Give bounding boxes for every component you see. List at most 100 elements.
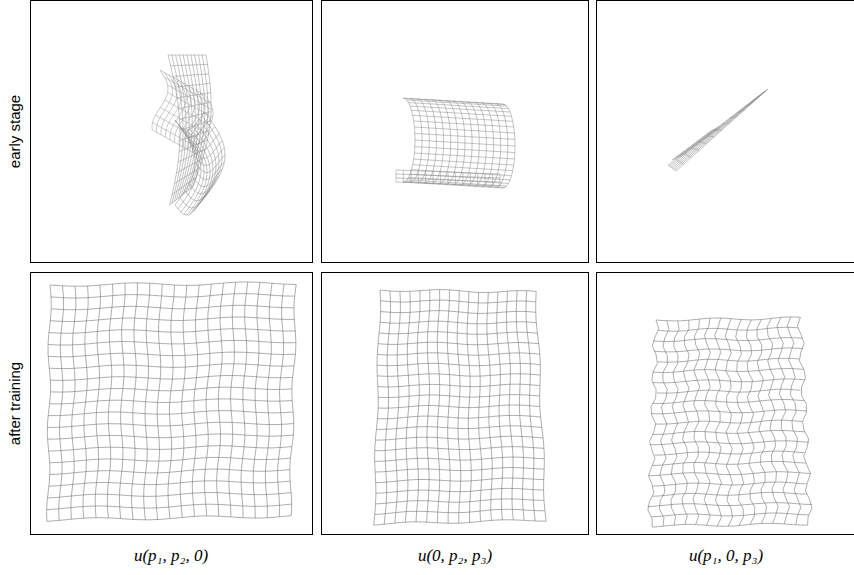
- mesh-line: [173, 74, 209, 77]
- mesh-line: [152, 70, 168, 130]
- mesh-line: [503, 104, 515, 188]
- mesh-line: [47, 422, 293, 427]
- mesh-line: [673, 91, 765, 169]
- mesh-line: [496, 104, 508, 188]
- mesh-line: [375, 468, 544, 473]
- mesh-line: [197, 95, 213, 155]
- mesh-line: [396, 170, 397, 182]
- mesh-line: [378, 415, 541, 418]
- mesh-line: [193, 93, 209, 153]
- mesh-line: [500, 174, 501, 186]
- mesh-line: [672, 130, 712, 160]
- mesh-line: [752, 96, 760, 101]
- mesh-line: [427, 290, 430, 522]
- mesh-line: [432, 100, 444, 184]
- mesh-line: [196, 123, 216, 208]
- mesh-line: [380, 290, 536, 293]
- mesh-line: [675, 90, 767, 170]
- row-label: after training: [7, 361, 24, 444]
- mesh-line: [50, 282, 296, 286]
- mesh-line: [47, 516, 291, 522]
- mesh-line: [379, 332, 537, 335]
- mesh-line: [384, 291, 390, 524]
- mesh-line: [177, 55, 190, 200]
- mesh-line: [482, 103, 494, 187]
- mesh-line: [49, 329, 295, 334]
- mesh-line: [437, 290, 439, 523]
- column-label: u(p₁, p₂, 0): [134, 546, 208, 566]
- mesh-line: [653, 400, 805, 404]
- mesh-line: [375, 447, 544, 451]
- mesh-line: [377, 363, 540, 365]
- mesh-line: [376, 478, 544, 483]
- mesh-line: [722, 123, 730, 124]
- mesh-line: [424, 99, 436, 183]
- mesh-line: [417, 99, 429, 183]
- mesh-line: [433, 171, 434, 183]
- mesh-line: [492, 174, 493, 186]
- mesh-line: [652, 523, 807, 527]
- panel-frame: [597, 1, 854, 263]
- row-label: early stage: [7, 94, 24, 167]
- mesh-line: [674, 129, 714, 159]
- mesh-line: [507, 291, 514, 520]
- mesh-line: [440, 172, 441, 184]
- mesh-line: [179, 55, 192, 198]
- mesh-line: [658, 327, 797, 331]
- mesh-line: [180, 190, 210, 208]
- mesh-line: [462, 173, 463, 185]
- mesh-line: [48, 493, 292, 499]
- mesh-line: [467, 292, 471, 523]
- mesh-line: [692, 141, 702, 145]
- column-label: u(p₁, 0, p₃): [689, 546, 763, 566]
- mesh-line: [175, 197, 205, 215]
- mesh-line: [375, 457, 545, 461]
- panel-frame: [322, 273, 589, 535]
- mesh-line: [650, 441, 809, 445]
- mesh-line: [376, 426, 541, 430]
- mesh-line: [653, 492, 807, 496]
- mesh-line: [489, 103, 501, 187]
- mesh-line: [477, 173, 478, 185]
- mesh-line: [676, 89, 768, 171]
- mesh-line: [50, 457, 291, 462]
- mesh-line: [425, 171, 426, 183]
- mesh-line: [189, 176, 219, 194]
- mesh-line: [50, 469, 290, 474]
- mesh-line: [195, 155, 225, 173]
- mesh-line: [48, 352, 295, 357]
- mesh-line: [166, 78, 182, 138]
- mesh-line: [374, 520, 547, 525]
- mesh-line: [51, 305, 294, 310]
- mesh-line: [410, 98, 422, 182]
- mesh-line: [49, 364, 294, 369]
- mesh-line: [381, 300, 536, 303]
- mesh-line: [658, 358, 799, 362]
- mesh-line: [174, 55, 186, 201]
- mesh-line: [707, 130, 717, 134]
- mesh-line: [676, 128, 716, 158]
- mesh-line: [378, 405, 540, 408]
- mesh-line: [656, 317, 800, 321]
- mesh-line: [448, 172, 449, 184]
- mesh-line: [50, 399, 293, 404]
- mesh-line: [188, 90, 204, 150]
- mesh-line: [179, 85, 195, 145]
- mesh-line: [474, 102, 486, 186]
- mesh-line: [654, 451, 804, 455]
- mesh-line: [702, 134, 712, 138]
- mesh-line: [654, 348, 802, 352]
- panel-frame: [597, 273, 854, 535]
- mesh-line: [649, 472, 811, 476]
- mesh-line: [682, 126, 722, 156]
- panel-frame: [322, 1, 589, 263]
- mesh-line: [378, 395, 539, 398]
- mesh-line: [47, 504, 292, 510]
- mesh-line: [668, 95, 760, 165]
- mesh-line: [485, 173, 486, 185]
- mesh-line: [403, 170, 404, 182]
- mesh-line: [48, 434, 294, 439]
- mesh-line: [657, 389, 801, 393]
- mesh-line: [51, 294, 295, 298]
